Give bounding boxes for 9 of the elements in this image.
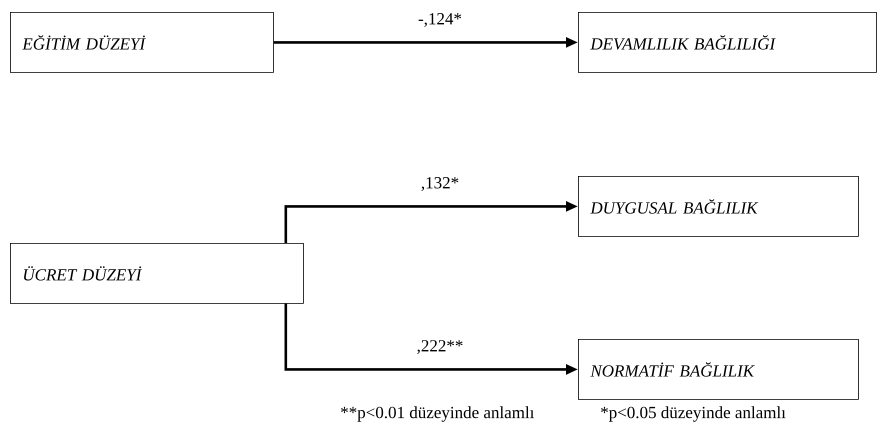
edge-label: ,132* <box>420 176 460 192</box>
edge-label: -,124* <box>417 12 463 28</box>
text-box: DUYGUSAL BAĞLILIK <box>578 176 859 237</box>
text-box: ÜCRET DÜZEYİ <box>10 243 304 304</box>
edge-label: ,222** <box>416 339 464 355</box>
note: **p<0.01 düzeyinde anlamlı <box>341 406 534 422</box>
text-box: DEVAMLILIK BAĞLILIĞI <box>578 12 877 73</box>
text-box: EĞİTİM DÜZEYİ <box>10 12 274 73</box>
text-box: NORMATİF BAĞLILIK <box>578 339 859 400</box>
